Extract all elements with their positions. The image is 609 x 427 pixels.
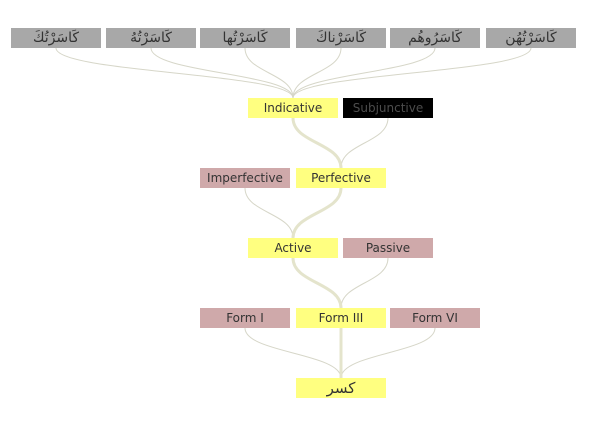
leaf-node[interactable]: كَاسَرْتُهُن (486, 28, 576, 48)
tree-link (150, 47, 294, 99)
tree-link (244, 47, 294, 99)
leaf-node[interactable]: كَاسَرْناكَ (296, 28, 386, 48)
leaf-node[interactable]: كَاسَرْتُهُ (106, 28, 196, 48)
tree-link (340, 117, 389, 169)
tree-link (244, 187, 294, 239)
active-path-link (291, 187, 343, 239)
aspect-perfective-node[interactable]: Perfective (296, 168, 386, 188)
mood-subjunctive-node[interactable]: Subjunctive (343, 98, 433, 118)
form-iii-node[interactable]: Form III (296, 308, 386, 328)
active-path-link (291, 257, 343, 309)
aspect-imperfective-node[interactable]: Imperfective (200, 168, 290, 188)
tree-link (244, 327, 342, 379)
root-node[interactable]: كسر (296, 378, 386, 398)
tree-link (55, 47, 294, 99)
mood-indicative-node[interactable]: Indicative (248, 98, 338, 118)
leaf-node[interactable]: كَاسَرُوهُم (390, 28, 480, 48)
tree-link (292, 47, 532, 99)
voice-passive-node[interactable]: Passive (343, 238, 433, 258)
tree-link (340, 257, 389, 309)
tree-link (292, 47, 436, 99)
tree-link (340, 327, 436, 379)
leaf-node[interactable]: كَاسَرْتُها (200, 28, 290, 48)
leaf-node[interactable]: كَاسَرْتُكَ (11, 28, 101, 48)
active-path-link (291, 117, 343, 169)
form-i-node[interactable]: Form I (200, 308, 290, 328)
voice-active-node[interactable]: Active (248, 238, 338, 258)
tree-link (292, 47, 342, 99)
form-vi-node[interactable]: Form VI (390, 308, 480, 328)
